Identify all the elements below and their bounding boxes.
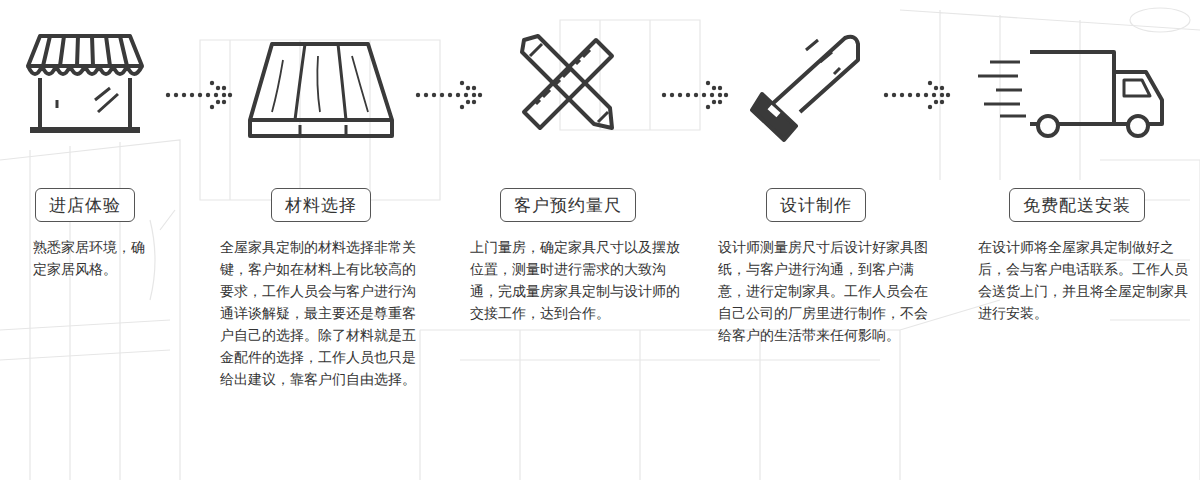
step-box: 客户预约量尺 [500, 188, 636, 222]
truck-icon [978, 52, 1162, 136]
step-description: 熟悉家居环境，确定家居风格。 [33, 236, 153, 280]
step-description: 全屋家具定制的材料选择非常关键，客户如在材料上有比较高的要求，工作人员会与客户进… [220, 236, 420, 390]
step-title: 设计制作 [780, 194, 852, 217]
step-box: 进店体验 [35, 188, 135, 222]
step-title: 免费配送安装 [1023, 194, 1131, 217]
step-title: 进店体验 [49, 194, 121, 217]
wood-plank-icon [250, 44, 392, 136]
dotted-arrow [166, 81, 232, 109]
shop-icon [28, 36, 142, 130]
pencil-ruler-icon [522, 36, 612, 128]
step-description: 设计师测量房尺寸后设计好家具图纸，与客户进行沟通，到客户满意，进行定制家具。工作… [718, 236, 928, 346]
step-box: 免费配送安装 [1009, 188, 1145, 222]
saw-icon [752, 37, 858, 140]
step-box: 设计制作 [766, 188, 866, 222]
step-title: 材料选择 [285, 194, 357, 217]
step-description: 在设计师将全屋家具定制做好之后，会与客户电话联系。工作人员会送货上门，并且将全屋… [978, 236, 1188, 324]
step-title: 客户预约量尺 [514, 194, 622, 217]
dotted-arrow [662, 81, 728, 109]
dotted-arrow [416, 81, 482, 109]
step-description: 上门量房，确定家具尺寸以及摆放位置，测量时进行需求的大致沟通，完成量房家具定制与… [470, 236, 680, 324]
step-box: 材料选择 [271, 188, 371, 222]
dotted-arrow [884, 81, 950, 109]
